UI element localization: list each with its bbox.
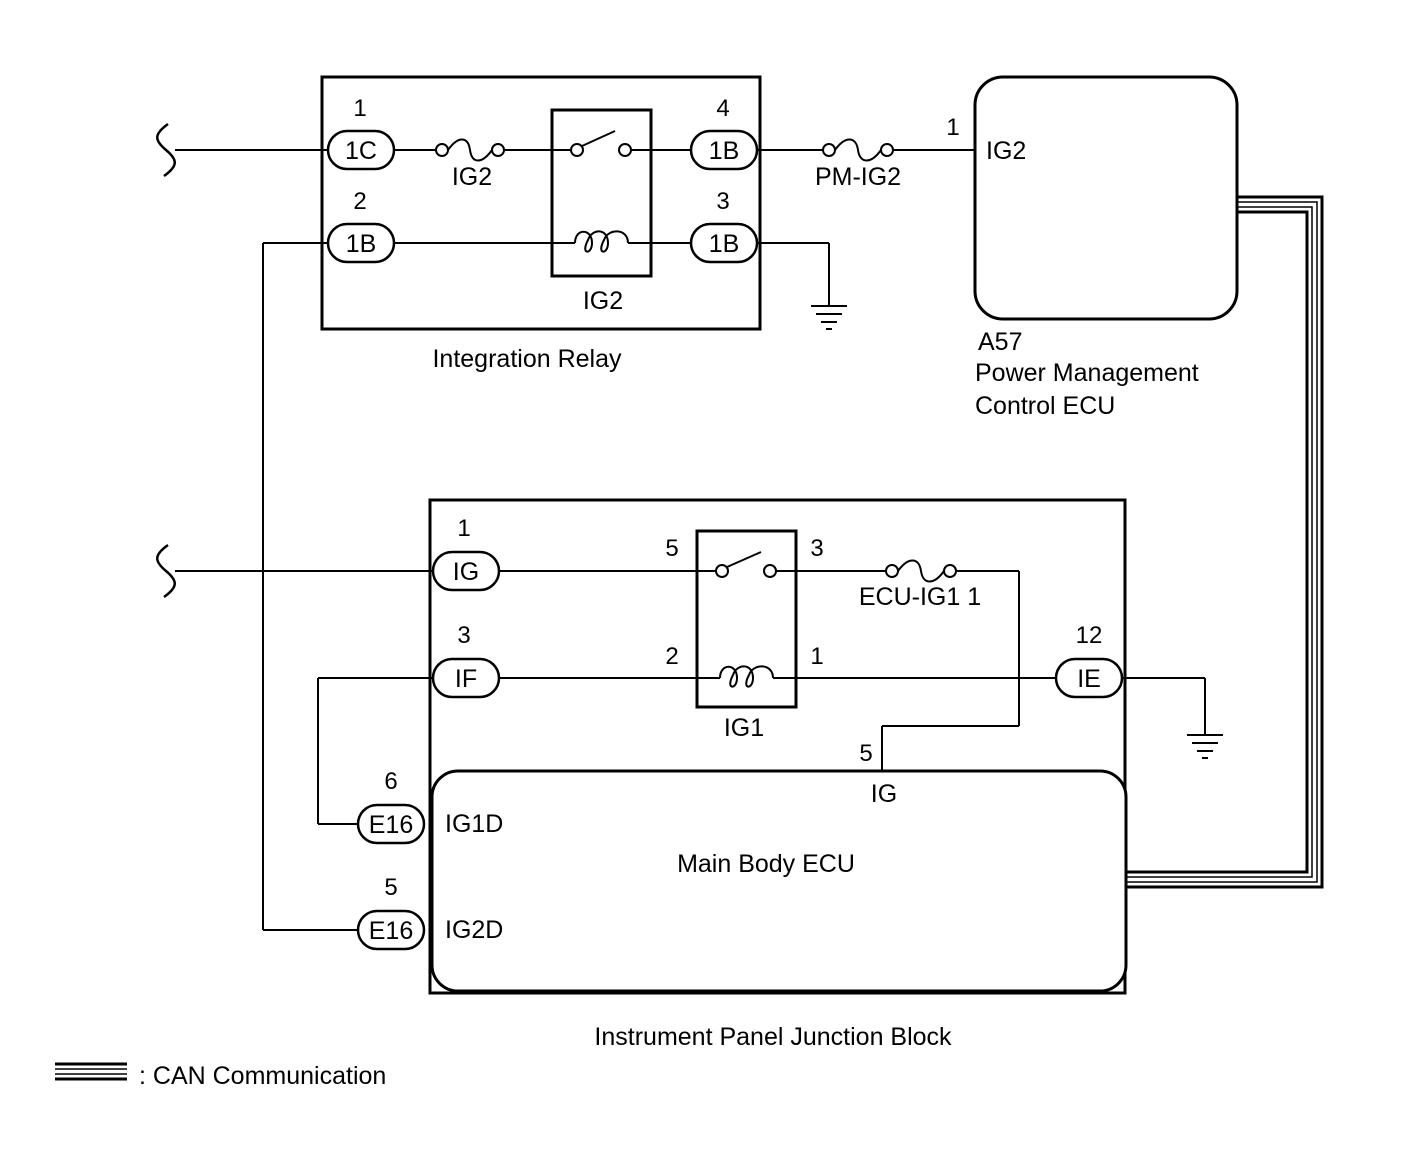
ground-symbol-bottom	[1187, 734, 1223, 759]
jb-if-pin-number: 3	[457, 622, 470, 649]
ig1-relay-pin5: 5	[665, 535, 678, 562]
jb-ig-pin-number: 1	[457, 515, 470, 542]
connector-1b-pin3	[689, 222, 759, 264]
can-bus-line	[1126, 195, 1324, 889]
ig2d-label: IG2D	[445, 916, 503, 944]
wire-break-symbol-top	[156, 122, 176, 178]
connector-1c-pin1	[326, 129, 396, 171]
power-ecu-pin-label: IG2	[986, 137, 1026, 165]
power-ecu-pin-number: 1	[946, 114, 959, 141]
ig1-relay-pin2: 2	[665, 643, 678, 670]
ig1-relay-body	[695, 529, 798, 709]
pm-ig2-fuse-symbol	[834, 138, 882, 162]
ig2-fuse-symbol	[447, 138, 493, 162]
main-body-ecu-title: Main Body ECU	[677, 850, 855, 878]
relay-pin3-connector: 1B	[709, 230, 740, 258]
relay-pin4-number: 4	[716, 95, 729, 122]
connector-if-pin3	[431, 657, 501, 699]
ig2-fuse-label: IG2	[452, 163, 492, 191]
main-body-ecu-box	[430, 769, 1128, 993]
ecu-ig1-fuse-label: ECU-IG1 1	[859, 583, 981, 611]
integration-relay-box	[320, 75, 762, 331]
ig1-relay-pin3: 3	[810, 535, 823, 562]
relay-pin1-connector: 1C	[345, 137, 377, 165]
ig1d-pin-number: 6	[384, 768, 397, 795]
can-legend-symbol	[55, 1062, 127, 1081]
power-ecu-code: A57	[978, 328, 1022, 356]
ig2d-pin-number: 5	[384, 874, 397, 901]
ig2-relay-coil	[574, 230, 629, 253]
power-management-ecu-box	[973, 75, 1239, 321]
relay-pin2-connector: 1B	[346, 230, 377, 258]
connector-e16-pin5	[356, 909, 426, 951]
ig1-relay-pin1: 1	[810, 643, 823, 670]
jb-ie-pin-number: 12	[1076, 622, 1103, 649]
pm-ig2-fuse-label: PM-IG2	[815, 163, 901, 191]
ig1d-connector: E16	[369, 811, 413, 839]
main-ecu-ig-pin-number: 5	[859, 740, 872, 767]
connector-1b-pin4	[689, 129, 759, 171]
can-legend-label: : CAN Communication	[139, 1062, 386, 1090]
connector-ie-pin12	[1054, 657, 1124, 699]
ig1-relay-switch	[726, 551, 762, 568]
ig1d-label: IG1D	[445, 810, 503, 838]
ig2d-connector: E16	[369, 917, 413, 945]
wire-break-symbol-bottom	[156, 543, 176, 599]
junction-block-title: Instrument Panel Junction Block	[594, 1023, 952, 1051]
ig1-relay-label: IG1	[724, 714, 764, 742]
relay-pin1-number: 1	[353, 95, 366, 122]
ecu-ig1-fuse-symbol	[897, 559, 945, 583]
relay-pin4-connector: 1B	[709, 137, 740, 165]
jb-if-connector: IF	[455, 665, 477, 693]
main-ecu-ig-label: IG	[871, 780, 897, 808]
relay-pin3-number: 3	[716, 188, 729, 215]
junction-block-box	[428, 498, 1127, 995]
ig2-relay-switch	[581, 130, 616, 147]
integration-relay-title: Integration Relay	[432, 345, 622, 373]
ig2-relay-label: IG2	[583, 287, 623, 315]
connector-ig-pin1	[431, 550, 501, 592]
jb-ig-connector: IG	[453, 558, 479, 586]
ig1-relay-coil	[719, 665, 774, 688]
power-ecu-name-line2: Control ECU	[975, 392, 1115, 420]
relay-pin2-number: 2	[353, 188, 366, 215]
ground-symbol-top	[811, 305, 847, 330]
connector-e16-pin6	[356, 803, 426, 845]
jb-ie-connector: IE	[1077, 665, 1101, 693]
ig2-relay-body	[550, 108, 653, 278]
power-ecu-name-line1: Power Management	[975, 359, 1199, 387]
connector-1b-pin2	[326, 222, 396, 264]
